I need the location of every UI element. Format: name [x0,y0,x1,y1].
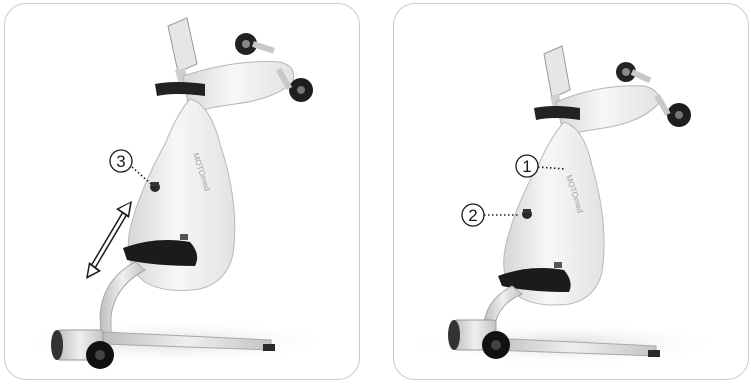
adjustment-knob [522,209,532,219]
right-illustration-panel: MOTOmed 1 2 [393,3,749,380]
handlebar [534,106,580,120]
hand-crank-right [654,94,691,127]
hand-crank-top [616,62,651,83]
height-adjust-arrow-icon [86,201,132,279]
adjustment-knob [150,182,160,192]
left-illustration-panel: MOTOmed [4,3,360,380]
therapy-bike-illustration-left: MOTOmed [5,4,360,380]
hand-crank-top [235,33,275,55]
handlebar [155,82,205,96]
callout-2: 2 [462,204,520,226]
callout-number: 2 [468,206,477,225]
callout-number: 1 [522,157,531,176]
callout-3: 3 [110,150,151,184]
base-foot [648,350,660,357]
base-foot [263,344,275,351]
callout-number: 3 [116,152,125,171]
therapy-bike-illustration-right: MOTOmed 1 2 [394,4,749,380]
